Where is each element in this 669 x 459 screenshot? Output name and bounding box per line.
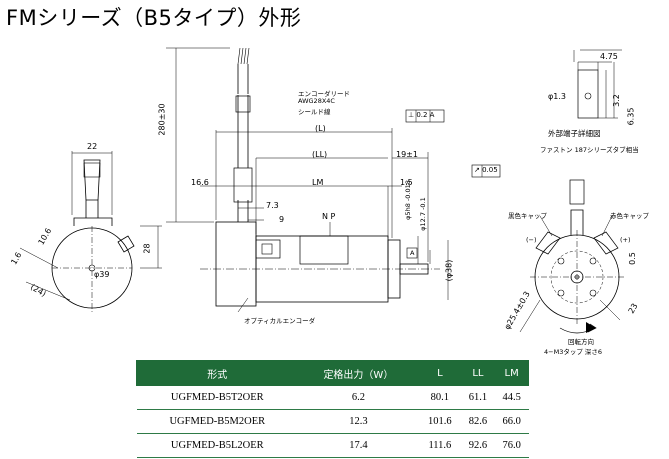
- perpendicularity-callout: ⊥ 0.2 A: [408, 111, 435, 119]
- cell-output: 17.4: [298, 433, 419, 458]
- cell-l: 111.6: [418, 433, 462, 458]
- dim-L: (L): [315, 124, 326, 133]
- encoder-lead-spec: AWG28X4C: [298, 97, 335, 105]
- cell-lm: 44.5: [494, 385, 529, 410]
- right-end-view: [519, 179, 624, 334]
- cell-output: 12.3: [298, 409, 419, 434]
- dim-9: 9: [279, 215, 285, 224]
- dim-0-5: 0.5: [627, 252, 637, 265]
- cell-l: 80.1: [418, 385, 462, 410]
- header-l: L: [418, 360, 462, 386]
- cell-l: 101.6: [418, 409, 462, 434]
- cell-output: 6.2: [298, 385, 419, 410]
- cell-model: UGFMED-B5M2OER: [136, 409, 299, 434]
- np-label: N P: [322, 212, 336, 221]
- encoder-lead-shield: シールド線: [298, 108, 331, 116]
- dim-LM: LM: [312, 178, 324, 187]
- header-model: 形式: [136, 360, 299, 386]
- dim-22: 22: [87, 142, 98, 151]
- cell-model: UGFMED-B5L2OER: [136, 433, 299, 458]
- faston-label: ファストン 187シリーズタブ相当: [540, 146, 639, 154]
- page-title: FMシリーズ（B5タイプ）外形: [6, 6, 302, 30]
- dim-LL: (LL): [312, 150, 328, 159]
- dim-phi38: (φ38): [444, 259, 454, 282]
- dim-4-75: 4.75: [600, 52, 618, 61]
- dim-phi5: φ5h8 -0.018: [403, 180, 412, 220]
- dim-phi12: φ12.7 -0.1: [418, 197, 427, 231]
- left-end-view: [19, 151, 162, 312]
- rotation-label: 回転方向: [568, 338, 594, 346]
- dim-phi39: φ39: [94, 270, 110, 279]
- cell-ll: 82.6: [461, 409, 495, 434]
- cell-lm: 66.0: [494, 409, 529, 434]
- dim-7-3: 7.3: [266, 201, 279, 210]
- runout-callout: ↗ 0.05: [474, 166, 498, 174]
- cell-ll: 92.6: [461, 433, 495, 458]
- cell-lm: 76.0: [494, 433, 529, 458]
- table-row: UGFMED-B5L2OER 17.4 111.6 92.6 76.0: [136, 433, 529, 458]
- dim-16-6: 16.6: [191, 178, 209, 187]
- dim-28: 28: [142, 243, 152, 254]
- dim-280: 280±30: [157, 103, 167, 136]
- side-view: [166, 47, 501, 313]
- spec-table: 形式 定格出力（W） L LL LM UGFMED-B5T2OER 6.2 80…: [136, 360, 529, 458]
- dim-19: 19±1: [396, 150, 418, 159]
- table-header-row: 形式 定格出力（W） L LL LM: [136, 360, 529, 386]
- cell-model: UGFMED-B5T2OER: [136, 385, 299, 410]
- header-lm: LM: [494, 360, 529, 386]
- plus-label: (+): [620, 236, 631, 244]
- dim-1-5: 1.5: [400, 178, 413, 187]
- terminal-detail-title: 外部端子詳細図: [548, 129, 601, 138]
- dim-6-35: 6.35: [626, 107, 636, 126]
- optical-encoder-label: オプティカルエンコーダ: [244, 317, 316, 325]
- minus-label: (−): [526, 236, 537, 244]
- dim-phi1-3: φ1.3: [548, 92, 566, 101]
- cell-ll: 61.1: [461, 385, 495, 410]
- black-cap-label: 黒色キャップ: [508, 212, 547, 220]
- encoder-lead-label: エンコーダリード: [298, 90, 350, 98]
- table-row: UGFMED-B5T2OER 6.2 80.1 61.1 44.5: [136, 385, 529, 410]
- tap-label: 4−M3タップ 深さ6: [544, 348, 603, 356]
- header-rated-output: 定格出力（W）: [297, 360, 420, 386]
- table-row: UGFMED-B5M2OER 12.3 101.6 82.6 66.0: [136, 409, 529, 434]
- header-ll: LL: [460, 360, 496, 386]
- dim-3-2: 3.2: [611, 94, 621, 107]
- datum-a-label: A: [410, 249, 415, 257]
- terminal-detail: [573, 49, 622, 119]
- red-cap-label: 赤色キャップ: [610, 212, 649, 220]
